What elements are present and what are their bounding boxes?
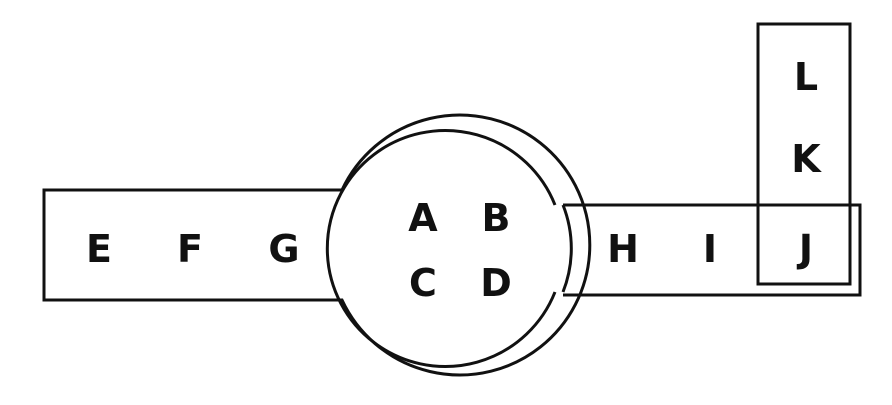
left-bar-outline [42, 113, 592, 377]
vertical-bar-outline [756, 22, 852, 286]
cell-e: E [86, 227, 112, 271]
cell-i: I [703, 227, 717, 271]
inner-circle-right-arc [561, 204, 573, 293]
right-bar-outline [563, 203, 862, 297]
cell-a: A [408, 196, 438, 240]
cell-c: C [409, 261, 437, 305]
cell-k: K [791, 137, 822, 181]
cell-h: H [607, 227, 639, 271]
cell-d: D [480, 261, 512, 305]
cell-b: B [482, 196, 511, 240]
cell-j: J [796, 227, 813, 271]
cell-g: G [268, 227, 299, 271]
inner-circle [325, 129, 557, 368]
cell-l: L [794, 55, 818, 99]
cell-f: F [177, 227, 203, 271]
